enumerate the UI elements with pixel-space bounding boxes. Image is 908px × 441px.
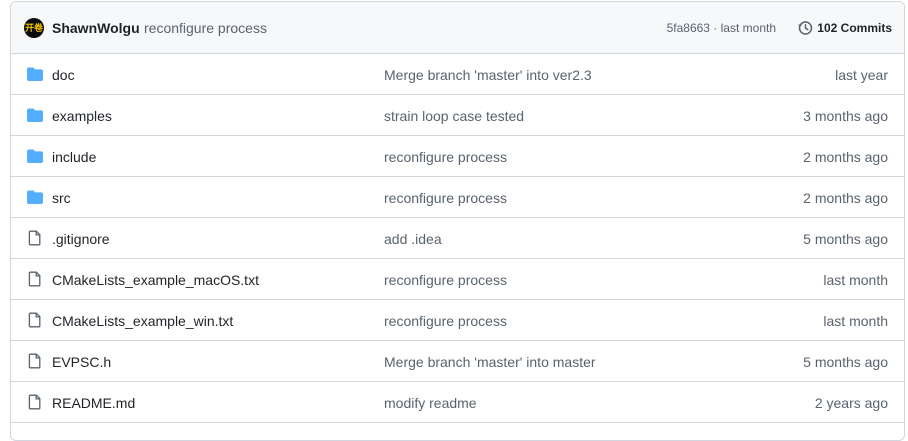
folder-icon — [27, 148, 43, 164]
commit-message-link[interactable]: Merge branch 'master' into ver2.3 — [384, 67, 592, 83]
commit-age: 5 months ago — [803, 354, 888, 370]
commit-message-link[interactable]: strain loop case tested — [384, 108, 525, 124]
folder-icon — [27, 66, 43, 82]
file-icon — [27, 230, 43, 246]
latest-commit-bar: 开卷 ShawnWolgu reconfigure process 5fa866… — [11, 2, 904, 54]
file-row[interactable]: include reconfigure process 2 months ago — [11, 136, 904, 177]
commits-history-link[interactable]: 102 Commits — [797, 18, 892, 38]
commit-age: 2 months ago — [803, 190, 888, 206]
file-row[interactable]: .gitignore add .idea 5 months ago — [11, 218, 904, 259]
commit-message-link[interactable]: modify readme — [384, 395, 477, 411]
file-icon — [27, 394, 43, 410]
commit-sha-time[interactable]: 5fa8663 · last month — [666, 21, 776, 35]
commit-age: 3 months ago — [803, 108, 888, 124]
file-name-link[interactable]: examples — [52, 108, 112, 124]
file-row[interactable]: CMakeLists_example_macOS.txt reconfigure … — [11, 259, 904, 300]
file-name-link[interactable]: doc — [52, 67, 75, 83]
file-name-link[interactable]: CMakeLists_example_macOS.txt — [52, 272, 259, 288]
commit-age: 2 months ago — [803, 149, 888, 165]
file-name-link[interactable]: .gitignore — [52, 231, 110, 247]
file-row[interactable]: doc Merge branch 'master' into ver2.3 last… — [11, 54, 904, 95]
file-browser: 开卷 ShawnWolgu reconfigure process 5fa866… — [10, 1, 905, 441]
latest-commit-message[interactable]: reconfigure process — [144, 20, 267, 36]
file-name-link[interactable]: CMakeLists_example_win.txt — [52, 313, 234, 329]
commit-message-link[interactable]: reconfigure process — [384, 313, 507, 329]
file-name-link[interactable]: README.md — [52, 395, 136, 411]
avatar[interactable]: 开卷 — [24, 18, 44, 38]
commit-age: 5 months ago — [803, 231, 888, 247]
history-icon — [798, 21, 813, 35]
commit-message-link[interactable]: reconfigure process — [384, 149, 507, 165]
commit-age: last year — [835, 67, 888, 83]
file-name-link[interactable]: src — [52, 190, 71, 206]
folder-icon — [27, 189, 43, 205]
file-name-link[interactable]: EVPSC.h — [52, 354, 112, 370]
commit-author-link[interactable]: ShawnWolgu — [52, 20, 140, 36]
commit-message-link[interactable]: add .idea — [384, 231, 442, 247]
folder-icon — [27, 107, 43, 123]
commit-message-link[interactable]: reconfigure process — [384, 190, 507, 206]
commits-count-label: 102 Commits — [817, 21, 892, 35]
file-row[interactable]: CMakeLists_example_win.txt reconfigure pr… — [11, 300, 904, 341]
commit-message-link[interactable]: reconfigure process — [384, 272, 507, 288]
file-list: doc Merge branch 'master' into ver2.3 last… — [11, 54, 904, 423]
file-icon — [27, 271, 43, 287]
file-name-link[interactable]: include — [52, 149, 97, 165]
file-row[interactable]: README.md modify readme 2 years ago — [11, 382, 904, 423]
file-icon — [27, 312, 43, 328]
commit-age: last month — [823, 272, 888, 288]
commit-age: 2 years ago — [814, 395, 888, 411]
file-row[interactable]: examples strain loop case tested 3 months … — [11, 95, 904, 136]
commit-age: last month — [823, 313, 888, 329]
commit-message-link[interactable]: Merge branch 'master' into master — [384, 354, 596, 370]
file-row[interactable]: src reconfigure process 2 months ago — [11, 177, 904, 218]
file-row[interactable]: EVPSC.h Merge branch 'master' into master… — [11, 341, 904, 382]
file-icon — [27, 353, 43, 369]
